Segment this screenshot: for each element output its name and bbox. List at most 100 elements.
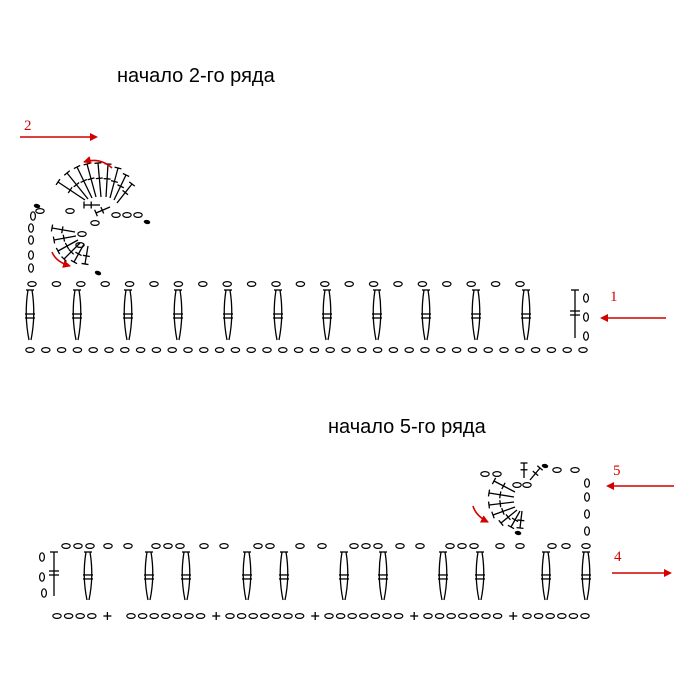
caption-row2-start: начало 2-го ряда bbox=[117, 65, 276, 87]
base-chain bbox=[347, 612, 357, 619]
base-chain bbox=[580, 612, 590, 619]
base-chain bbox=[545, 612, 555, 619]
triple-crochet-stitch bbox=[25, 289, 35, 341]
triple-crochet-stitch bbox=[181, 551, 191, 601]
double-crochet-stitch bbox=[109, 166, 122, 199]
turning-chain bbox=[583, 509, 590, 519]
base-chain bbox=[184, 612, 194, 619]
double-crochet-stitch bbox=[516, 510, 525, 530]
double-crochet-stitch bbox=[55, 178, 86, 201]
base-chain bbox=[423, 612, 433, 619]
foundation-chain bbox=[40, 347, 51, 354]
row1-top-chain bbox=[100, 281, 110, 288]
row4-top-chain bbox=[457, 542, 467, 549]
chain-stitch bbox=[35, 208, 45, 215]
row4-top-chain bbox=[265, 542, 275, 549]
base-chain bbox=[283, 612, 293, 619]
row1-top-chain bbox=[173, 281, 184, 288]
triple-crochet-stitch bbox=[475, 551, 485, 601]
row4-top-chain bbox=[85, 542, 95, 549]
row4-top-chain bbox=[349, 542, 359, 549]
chain-stitches bbox=[25, 208, 591, 619]
row4-top-chain bbox=[361, 542, 371, 549]
triple-crochet-stitch bbox=[273, 289, 283, 341]
foundation-chain bbox=[88, 347, 98, 354]
chain-stitch bbox=[582, 331, 589, 341]
row1-top-chain bbox=[393, 281, 403, 288]
row1-top-chain bbox=[198, 281, 208, 288]
triple-crochet-stitch bbox=[322, 289, 332, 341]
turning-chain bbox=[584, 526, 591, 536]
foundation-chain bbox=[214, 347, 225, 354]
row1-top-chain bbox=[417, 281, 428, 288]
row4-top-chain bbox=[373, 542, 383, 549]
base-chain bbox=[271, 612, 282, 619]
fan-stitches bbox=[50, 162, 544, 530]
foundation-chain bbox=[514, 347, 525, 354]
base-chain bbox=[225, 612, 235, 619]
triple-crochet-stitch bbox=[378, 551, 388, 601]
foundation-chain bbox=[246, 347, 256, 354]
single-crochet-stitch bbox=[509, 612, 518, 620]
base-chain bbox=[149, 612, 159, 619]
triple-crochet-stitch bbox=[372, 289, 382, 341]
chain-stitch bbox=[75, 242, 85, 249]
base-chain bbox=[492, 612, 503, 619]
foundation-chain bbox=[435, 347, 446, 354]
row4-top-chain bbox=[445, 542, 455, 549]
single-crochet-stitches bbox=[103, 612, 518, 620]
double-crochet-stitch bbox=[487, 500, 515, 509]
row1-top-chain bbox=[319, 281, 330, 288]
base-chain bbox=[434, 612, 445, 619]
base-chain bbox=[469, 612, 480, 619]
chain-stitch bbox=[133, 212, 143, 219]
slip-stitch bbox=[541, 463, 549, 469]
triple-crochet-stitch bbox=[541, 551, 551, 601]
foundation-chain bbox=[451, 347, 462, 354]
foundation-chain bbox=[356, 347, 367, 354]
single-crochet-stitch bbox=[410, 612, 419, 620]
turn-arrow-upper bbox=[83, 156, 113, 169]
chain-stitch bbox=[512, 482, 522, 489]
row4-top-chain bbox=[123, 542, 133, 549]
direction-arrow-row2 bbox=[20, 133, 98, 141]
double-crochet-stitch bbox=[507, 510, 521, 530]
row4-top-chain bbox=[317, 542, 327, 549]
foundation-chain bbox=[262, 347, 272, 354]
foundation-chain bbox=[56, 347, 67, 354]
slip-stitch bbox=[94, 270, 102, 276]
base-chain bbox=[52, 612, 62, 619]
foundation-chain bbox=[420, 347, 430, 354]
tall-stitches bbox=[25, 289, 591, 601]
row1-top-chain bbox=[271, 281, 281, 288]
row1-top-chain bbox=[27, 281, 37, 288]
chain-stitch bbox=[492, 471, 502, 478]
foundation-chain bbox=[120, 347, 130, 354]
row1-top-chain bbox=[441, 281, 452, 288]
double-crochet-stitch bbox=[61, 242, 81, 262]
foundation-chain bbox=[325, 347, 335, 354]
row4-top-chain bbox=[175, 542, 185, 549]
row1-top-chain bbox=[51, 281, 62, 288]
base-chain bbox=[533, 612, 544, 619]
caption-row5-start: начало 5-го ряда bbox=[328, 416, 487, 438]
base-chain bbox=[195, 612, 206, 619]
foundation-chain bbox=[388, 347, 399, 354]
triple-crochet-stitch bbox=[581, 551, 591, 601]
row1-top-chain bbox=[222, 281, 232, 288]
base-chain bbox=[335, 612, 346, 619]
triple-crochet-stitch bbox=[83, 551, 93, 601]
triple-crochet-stitch bbox=[223, 289, 233, 341]
base-chain bbox=[324, 612, 334, 619]
foundation-chain bbox=[135, 347, 146, 354]
row4-top-chain bbox=[103, 542, 113, 549]
chain-stitch bbox=[522, 482, 532, 489]
row4-top-chain bbox=[415, 542, 425, 549]
turning-chain bbox=[29, 211, 36, 221]
base-chain bbox=[568, 612, 579, 619]
base-chain bbox=[294, 612, 305, 619]
double-crochet-stitch bbox=[520, 462, 528, 478]
row1-top-chain bbox=[344, 281, 354, 288]
row1-top-chain bbox=[295, 281, 306, 288]
triple-crochet-stitch bbox=[242, 551, 252, 601]
